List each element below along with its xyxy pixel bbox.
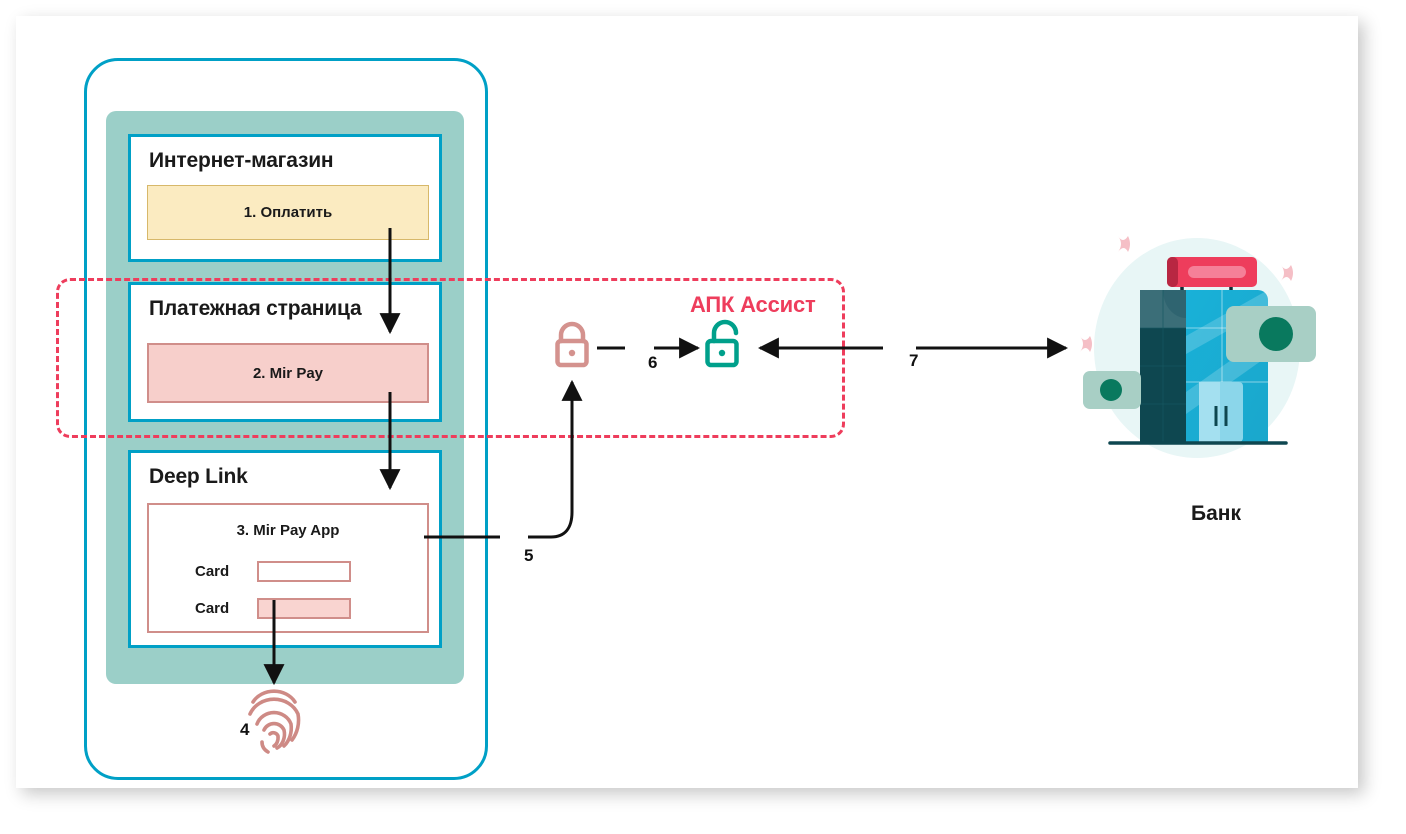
card-input-empty[interactable] [257,561,351,582]
card-deep-link-title: Deep Link [149,465,248,488]
card-row-label: Card [195,600,230,617]
step-label-5: 5 [524,546,534,565]
card-payment-page-title: Платежная страница [149,297,362,320]
mobile-device-frame [84,58,488,780]
bank-label: Банк [1191,502,1241,525]
card-payment-page: Платежная страница 2. Mir Pay [128,282,442,422]
card-input-selected[interactable] [257,598,351,619]
card-internet-shop-title: Интернет-магазин [149,149,334,172]
card-row: Card [195,598,351,619]
pay-button-label: 1. Оплатить [243,204,333,221]
card-row: Card [195,561,351,582]
card-deep-link: Deep Link 3. Mir Pay App Card Card [128,450,442,648]
card-row-label: Card [195,563,230,580]
mir-pay-button-label: 2. Mir Pay [252,364,324,382]
step-label-6: 6 [648,353,658,372]
mir-pay-button[interactable]: 2. Mir Pay [147,343,429,403]
card-internet-shop: Интернет-магазин 1. Оплатить [128,134,442,262]
mir-pay-app-title: 3. Mir Pay App [236,522,340,539]
page-card: Интернет-магазин 1. Оплатить Платежная с… [16,16,1358,788]
apk-assist-label: АПК Ассист [690,292,816,317]
mir-pay-app-panel: 3. Mir Pay App Card Card [147,503,429,633]
step-label-4: 4 [240,720,250,739]
apk-assist-region [56,278,845,438]
step-label-7: 7 [909,351,919,370]
pay-button[interactable]: 1. Оплатить [147,185,429,240]
